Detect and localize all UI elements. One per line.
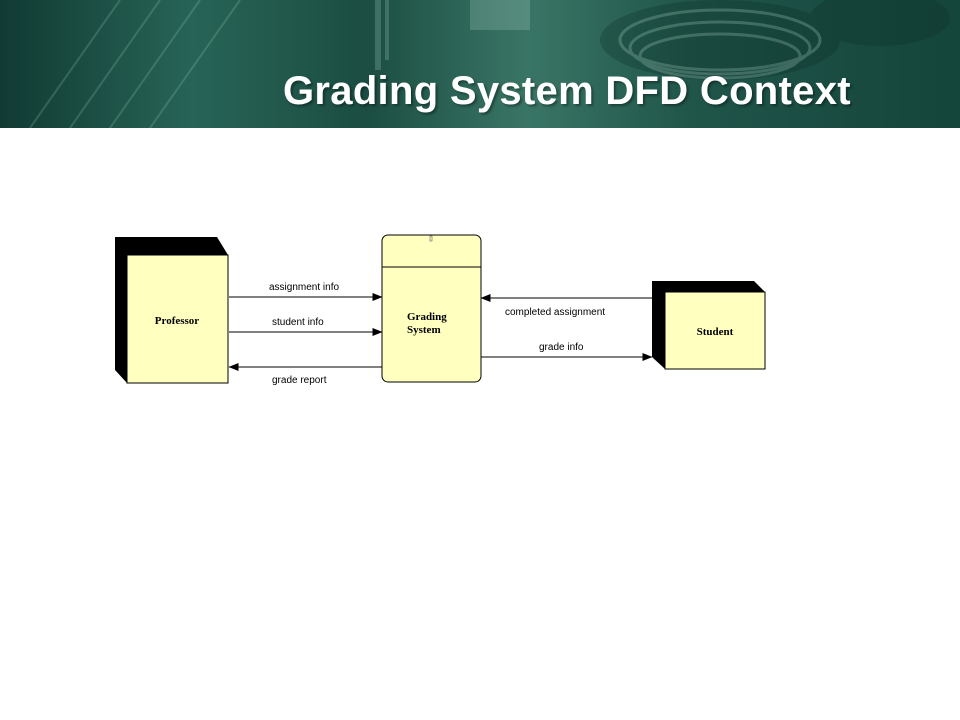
flow-grade-info: grade info: [481, 342, 653, 361]
student-label: Student: [697, 326, 734, 338]
flow-grade-report: grade report: [228, 363, 382, 386]
professor-label: Professor: [155, 315, 200, 327]
flow-grade-info-label: grade info: [539, 342, 584, 353]
process-id-marker: [429, 235, 433, 242]
professor-entity: Professor: [115, 237, 229, 384]
flow-grade-report-label: grade report: [272, 375, 327, 386]
flow-student-info-label: student info: [272, 317, 324, 328]
student-entity: Student: [652, 281, 766, 370]
header-banner: Grading System DFD Context: [0, 0, 960, 128]
flow-student-info: student info: [229, 317, 383, 336]
process-label-line1: Grading: [407, 311, 447, 323]
flow-assignment-info: assignment info: [229, 282, 383, 301]
banner-background-image: [0, 0, 960, 128]
professor-entity-box: [126, 254, 229, 384]
slide-title: Grading System DFD Context: [283, 69, 851, 113]
process-box: [381, 234, 482, 383]
process-label-line2: System: [407, 324, 441, 336]
flow-assignment-info-label: assignment info: [269, 282, 339, 293]
grading-system-process: Grading System: [381, 234, 482, 383]
flow-completed-assignment-label: completed assignment: [505, 307, 605, 318]
student-entity-box: [664, 291, 766, 370]
flow-completed-assignment: completed assignment: [480, 294, 652, 318]
